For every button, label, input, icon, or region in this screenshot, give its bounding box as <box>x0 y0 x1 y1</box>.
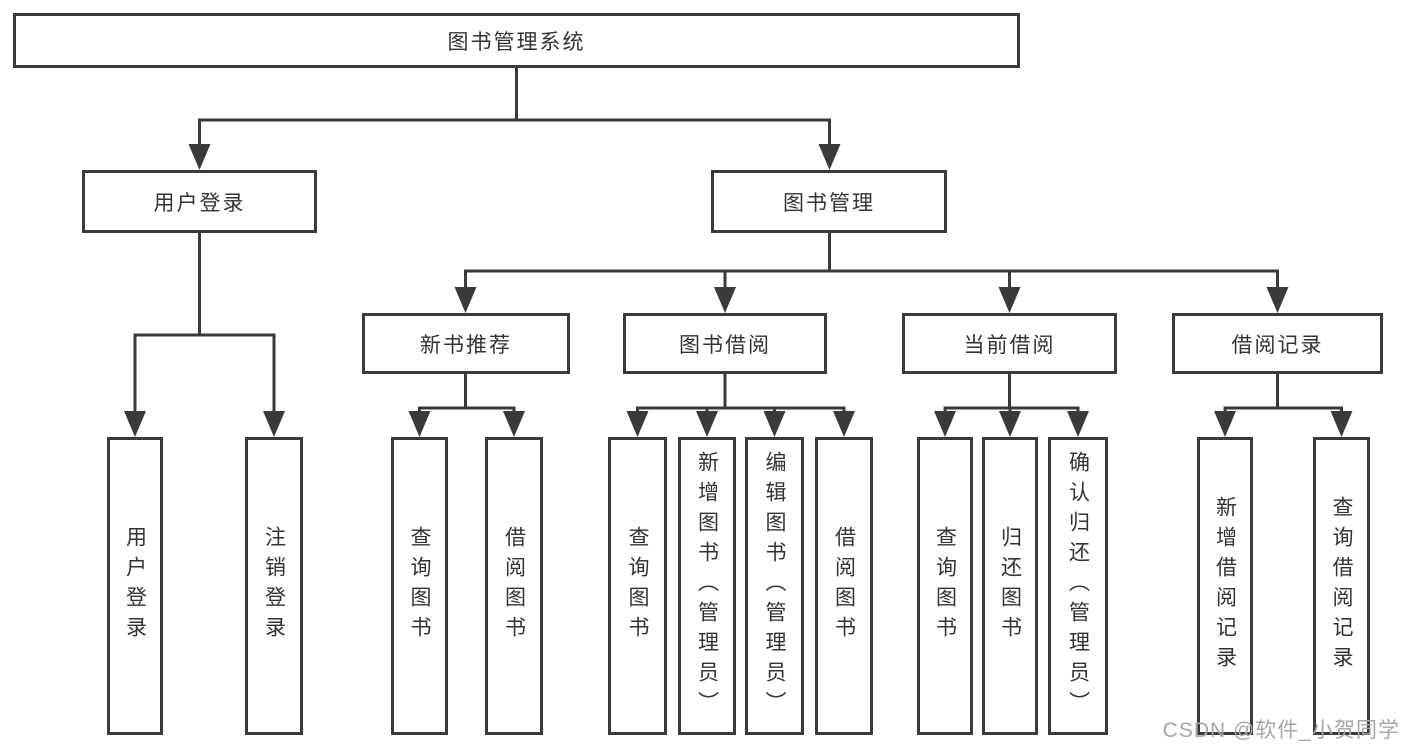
leaf-label: 查询图书 <box>408 526 431 646</box>
leaf-confirm-return-admin: 确认归还（管理员） <box>1048 437 1108 735</box>
leaf-user-login: 用户登录 <box>107 437 163 735</box>
leaf-label: 查询借阅记录 <box>1330 496 1353 676</box>
leaf-edit-books-admin: 编辑图书（管理员） <box>745 437 804 735</box>
csdn-watermark: CSDN @软件_小贺同学 <box>1162 719 1400 742</box>
leaf-label: 编辑图书（管理员） <box>763 451 786 721</box>
leaf-label: 新增借阅记录 <box>1213 496 1237 676</box>
node-book-borrowing: 图书借阅 <box>623 313 827 374</box>
leaf-label: 确认归还（管理员） <box>1066 451 1090 721</box>
leaf-label: 新增图书（管理员） <box>695 451 719 721</box>
node-new-book-recommend: 新书推荐 <box>362 313 570 374</box>
leaf-label: 借阅图书 <box>832 526 856 646</box>
leaf-query-books-current: 查询图书 <box>917 437 973 735</box>
leaf-query-borrow-record: 查询借阅记录 <box>1313 437 1370 735</box>
leaf-add-books-admin: 新增图书（管理员） <box>678 437 736 735</box>
leaf-query-books-borrowing: 查询图书 <box>608 437 667 735</box>
leaf-label: 查询图书 <box>626 526 649 646</box>
leaf-label: 归还图书 <box>998 526 1022 646</box>
node-book-management-module: 图书管理 <box>711 170 947 233</box>
leaf-borrow-books: 借阅图书 <box>815 437 873 735</box>
leaf-logout: 注销登录 <box>245 437 303 735</box>
leaf-query-books-recommend: 查询图书 <box>391 437 448 735</box>
leaf-label: 查询图书 <box>933 526 957 646</box>
leaf-label: 用户登录 <box>123 526 147 646</box>
node-root-system: 图书管理系统 <box>13 13 1020 68</box>
node-current-borrowing: 当前借阅 <box>902 313 1117 374</box>
leaf-label: 借阅图书 <box>502 526 526 646</box>
leaf-add-borrow-record: 新增借阅记录 <box>1197 437 1253 735</box>
leaf-label: 注销登录 <box>262 526 286 646</box>
node-user-login-module: 用户登录 <box>82 170 317 233</box>
leaf-borrow-books-recommend: 借阅图书 <box>485 437 543 735</box>
node-borrowing-records: 借阅记录 <box>1172 313 1383 374</box>
leaf-return-books: 归还图书 <box>982 437 1038 735</box>
